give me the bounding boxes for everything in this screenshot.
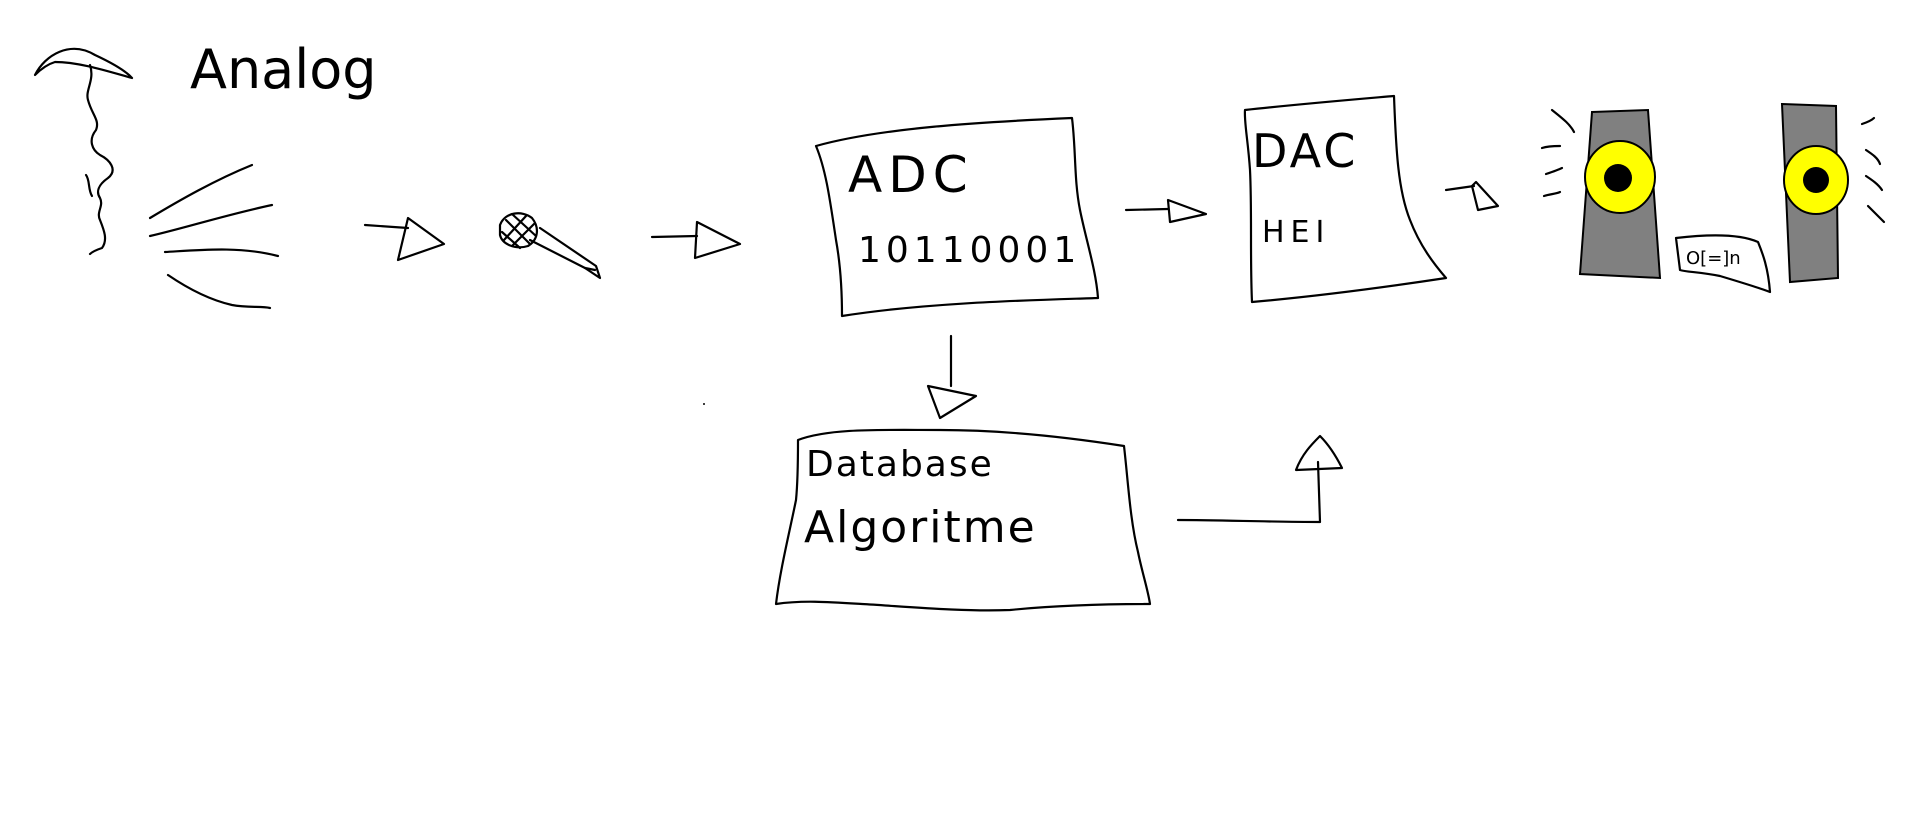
speakers-icon (1540, 102, 1886, 284)
adc-box (814, 116, 1100, 318)
dac-text: HEI (1262, 215, 1330, 250)
adc-title: ADC (848, 146, 974, 204)
arrow-2 (650, 220, 742, 260)
arrow-5 (926, 334, 978, 420)
sound-waves-icon (148, 163, 280, 310)
database-line1: Database (806, 444, 994, 485)
sound-device-icon: O[=]n (1674, 234, 1772, 294)
dac-title: DAC (1252, 124, 1358, 178)
arrow-4 (1444, 180, 1500, 212)
device-text: O[=]n (1686, 248, 1741, 269)
microphone-icon (498, 212, 602, 280)
adc-bits: 10110001 (858, 230, 1081, 271)
analog-label: Analog (190, 38, 377, 101)
database-box (774, 428, 1152, 612)
arrow-1 (363, 216, 446, 262)
arrow-3 (1124, 198, 1208, 224)
dac-box (1243, 94, 1448, 304)
person-speaking-icon (33, 47, 134, 256)
arrow-6 (1176, 434, 1344, 524)
database-line2: Algoritme (804, 502, 1037, 553)
stray-dot (703, 403, 705, 405)
